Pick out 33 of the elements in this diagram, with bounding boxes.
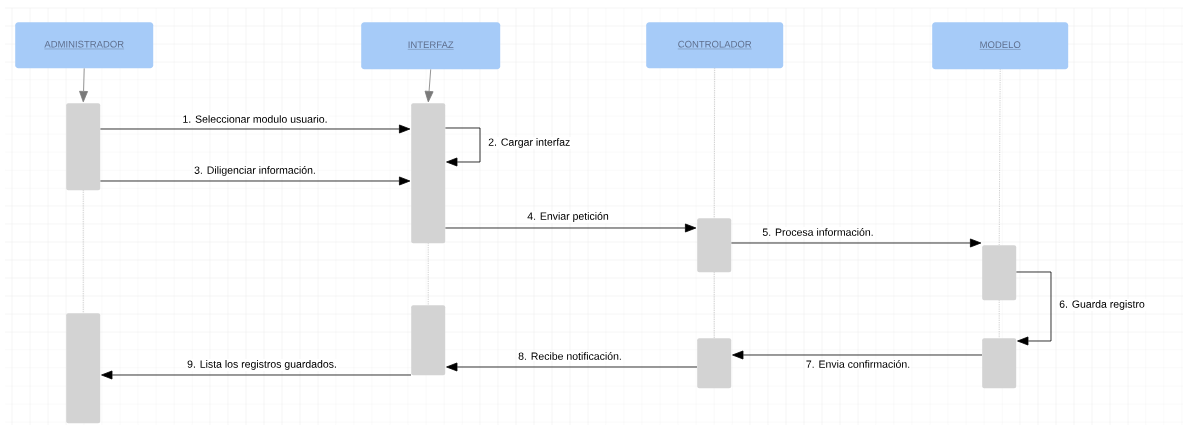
activation-bar [697, 338, 732, 389]
activation-bar [66, 103, 101, 191]
edge-label: 4. Enviar petición [526, 211, 610, 223]
arrow [79, 68, 88, 103]
message-arrow [445, 223, 697, 233]
activation-bar [982, 338, 1017, 389]
activation-bar [982, 245, 1017, 301]
edge-label: 2. Cargar interfaz [487, 137, 572, 149]
message-arrow [101, 370, 412, 380]
message-arrow [445, 127, 481, 167]
lifeline-header: ADMINISTRADOR [15, 22, 154, 69]
activation-bar [697, 218, 732, 273]
lifeline [713, 68, 715, 219]
activation-bar [66, 313, 101, 424]
edge-label: 9. Lista los registros guardados. [186, 359, 338, 371]
edge-label: 5. Procesa información. [761, 227, 875, 237]
message-arrow [1016, 271, 1052, 346]
message-arrow [100, 124, 411, 134]
lifeline-header: MODELO [932, 22, 1069, 70]
message-arrow [732, 350, 983, 360]
lifeline-header: INTERFAZ [361, 22, 501, 70]
edge-label: 6. Guarda registro [1058, 299, 1146, 311]
arrow [424, 69, 434, 103]
message-arrow [731, 238, 982, 248]
edge-label: 1. Seleccionar modulo usuario. [181, 114, 329, 124]
edge-label: 3. Diligenciar información. [193, 165, 317, 177]
message-arrow [100, 176, 411, 186]
lifeline-header: CONTROLADOR [646, 22, 784, 69]
activation-bar [411, 305, 446, 376]
activation-bar [411, 103, 446, 244]
edge-label: 7. Envia confirmación. [804, 359, 912, 369]
edge-label: 8. Recibe notificación. [517, 351, 623, 361]
message-arrow [446, 362, 698, 372]
